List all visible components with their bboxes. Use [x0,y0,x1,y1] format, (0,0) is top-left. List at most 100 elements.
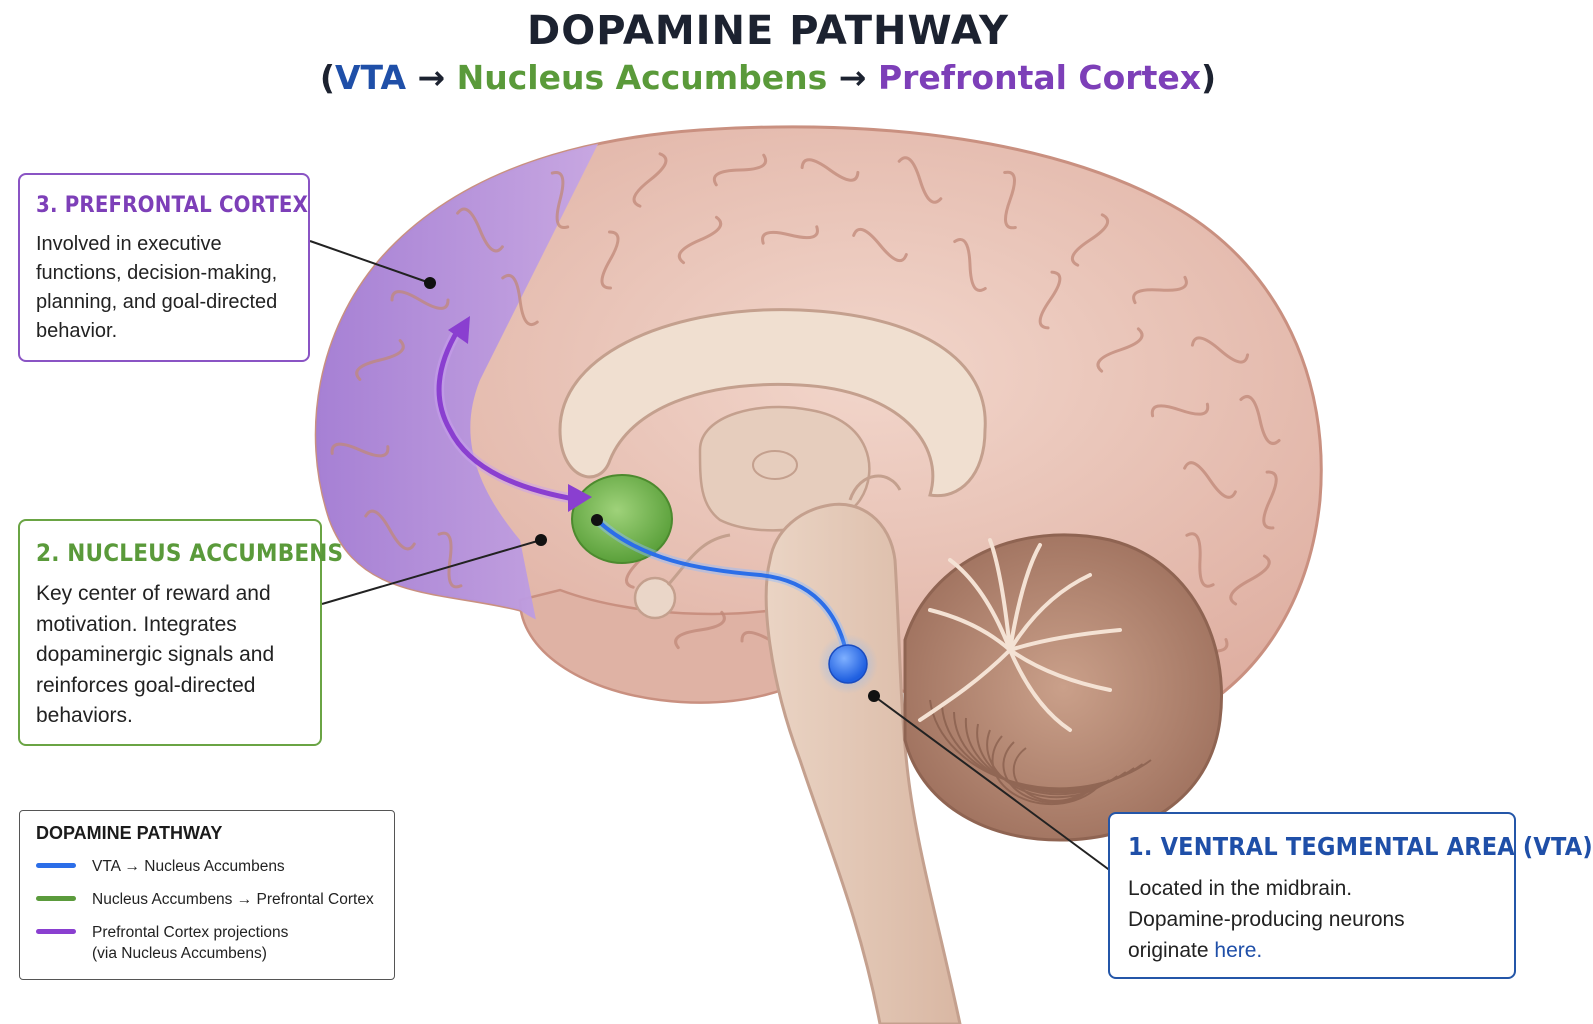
arbor-vitae-branch [1008,543,1042,652]
vta-leader-dot [868,690,880,702]
vta-line-3: originate [1128,939,1215,962]
nac-line-3: dopaminergic signals and [36,643,275,666]
gyrus-fold [800,158,860,182]
nac-line-2: motivation. Integrates [36,612,237,636]
brain-diagram [309,125,1323,1024]
subtitle-close: ) [1201,58,1217,97]
gyrus-fold [1190,336,1250,364]
pfc-line-4: behavior. [36,320,118,342]
arbor-vitae-branch [988,538,1012,652]
legend-swatch-green [36,896,76,901]
legend-swatch-blue [36,863,76,868]
gyrus-fold [852,227,908,263]
corpus-callosum [558,308,987,498]
pfc-marker-dot [424,277,436,289]
gyrus-fold [1239,395,1281,445]
cerebellum-folium [976,723,1119,796]
gyrus-fold [1183,461,1237,499]
vta-callout: 1. VENTRAL TEGMENTAL AREA (VTA) Located … [1108,812,1593,979]
arbor-vitae-branch [1008,573,1092,652]
page-subtitle: (VTA → Nucleus Accumbens → Prefrontal Co… [0,58,1536,97]
gyrus-fold [600,230,620,290]
legend: DOPAMINE PATHWAY VTA → Nucleus Accumbens… [19,810,395,980]
gyrus-fold [501,273,539,327]
vta-line-3-highlight: here. [1214,939,1263,962]
arbor-vitae-branch [948,558,1012,652]
legend-title: DOPAMINE PATHWAY [36,823,223,843]
nac-line-4: reinforces goal-directed [36,673,256,697]
nac-pathway-dot [591,514,603,526]
gyrus-fold [364,509,416,551]
cerebellum-folium [1012,747,1085,802]
legend-label-3-sub: (via Nucleus Accumbens) [92,945,267,962]
nac-line-5: behaviors. [36,704,133,727]
thalamus [633,405,871,620]
pfc-line-2: functions, decision-making, [36,262,278,284]
arbor-vitae-branch [1008,628,1122,652]
pfc-line-1: Involved in executive [36,233,222,255]
pfc-description: Involved in executive functions, decisio… [36,230,292,346]
gyrus-fold [953,238,987,292]
gyrus-fold [632,152,668,208]
pathway-vta-to-nac [593,516,853,663]
nucleus-accumbens-callout: 2. NUCLEUS ACCUMBENS Key center of rewar… [18,519,344,746]
subtitle-vta: VTA [334,58,406,97]
gyrus-fold [550,171,570,229]
subtitle-arrow-2: → [827,58,878,97]
arbor-vitae-branch [928,608,1012,652]
gyrus-fold [1229,554,1271,606]
nac-description: Key center of reward and motivation. Int… [36,579,304,732]
subtitle-nac: Nucleus Accumbens [456,58,828,97]
cerebellum-folium [991,735,1102,806]
gyrus-fold [712,153,768,187]
gyrus-fold [330,442,390,458]
gyrus-fold [674,610,726,650]
vta-line-1: Located in the midbrain. [1128,877,1353,900]
subtitle-pfc: Prefrontal Cortex [877,58,1202,97]
gyrus-fold [1003,170,1017,230]
page-title: DOPAMINE PATHWAY [527,8,1009,54]
gyrus-fold [1096,327,1144,373]
cerebellum [903,533,1223,842]
gyrus-fold [1185,532,1215,588]
leader-lines [309,240,1124,881]
vta-description: Located in the midbrain. Dopamine-produc… [1128,873,1496,966]
gyrus-fold [437,531,463,589]
gyrus-fold [761,225,819,245]
legend-label-2: Nucleus Accumbens → Prefrontal Cortex [92,891,374,908]
nac-heading: 2. NUCLEUS ACCUMBENS [36,539,344,567]
gyrus-fold [1132,275,1188,305]
legend-label-3: Prefrontal Cortex projections [92,924,289,941]
pfc-line-3: planning, and goal-directed [36,291,278,313]
gyrus-fold [456,207,504,253]
cerebellum-folium [1002,741,1093,804]
brainstem [764,474,962,1024]
arbor-vitae-branch [1008,648,1112,692]
arbor-vitae-branch [1008,648,1072,732]
vta-line-2: Dopamine-producing neurons [1128,908,1405,931]
legend-label-1: VTA → Nucleus Accumbens [92,858,285,875]
nucleus-accumbens [571,474,673,564]
legend-item-pfc-projections: Prefrontal Cortex projections (via Nucle… [36,922,378,964]
gyrus-fold [677,215,723,265]
arbor-vitae-trunk [918,648,1012,722]
gyrus-fold [1262,470,1278,530]
legend-item-vta-nac: VTA → Nucleus Accumbens [36,856,378,877]
nac-leader-dot [535,534,547,546]
prefrontal-cortex-callout: 3. PREFRONTAL CORTEX Involved in executi… [18,173,310,362]
gyrus-fold [1150,402,1210,418]
gyrus-fold [897,156,943,204]
gyrus-fold [1070,213,1110,267]
legend-swatch-purple [36,929,76,934]
gyrus-fold [390,290,450,310]
gyrus-fold [355,339,405,381]
pfc-heading: 3. PREFRONTAL CORTEX [36,193,309,218]
nac-line-1: Key center of reward and [36,582,271,605]
pathway-pfc-projection [434,316,592,512]
subtitle-arrow-1: → [405,58,457,97]
legend-item-nac-pfc: Nucleus Accumbens → Prefrontal Cortex [36,889,378,910]
subtitle-open: ( [319,58,335,97]
vta-heading: 1. VENTRAL TEGMENTAL AREA (VTA) [1128,832,1593,861]
gyrus-fold [1038,270,1062,330]
vta-node [818,634,878,694]
